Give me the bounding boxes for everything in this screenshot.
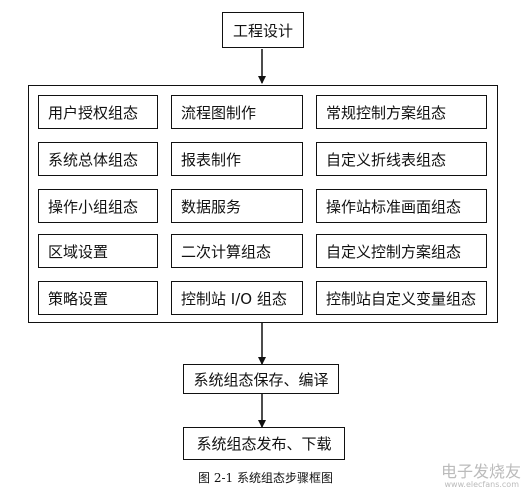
report-making-box: 报表制作 xyxy=(171,142,303,176)
save-compile-box: 系统组态保存、编译 xyxy=(183,364,339,394)
engineering-design-box: 工程设计 xyxy=(222,12,304,48)
secondary-calc-config-box: 二次计算组态 xyxy=(171,234,303,268)
control-station-custom-variable-config-box: 控制站自定义变量组态 xyxy=(316,281,487,315)
operator-standard-screen-config-box: 操作站标准画面组态 xyxy=(316,189,487,223)
strategy-settings-box: 策略设置 xyxy=(38,281,158,315)
data-service-box: 数据服务 xyxy=(171,189,303,223)
publish-download-box: 系统组态发布、下载 xyxy=(183,427,345,460)
system-overall-config-box: 系统总体组态 xyxy=(38,142,158,176)
user-auth-config-box: 用户授权组态 xyxy=(38,95,158,129)
watermark-url: www.elecfans.com xyxy=(444,480,520,489)
conventional-control-config-box: 常规控制方案组态 xyxy=(316,95,487,129)
watermark-logo: 电子发烧友 xyxy=(440,462,521,481)
flowchart-making-box: 流程图制作 xyxy=(171,95,303,129)
custom-polyline-config-box: 自定义折线表组态 xyxy=(316,142,487,176)
area-settings-box: 区域设置 xyxy=(38,234,158,268)
control-station-io-config-box: 控制站 I/O 组态 xyxy=(171,281,303,315)
figure-caption: 图 2-1 系统组态步骤框图 xyxy=(198,471,333,485)
custom-control-scheme-config-box: 自定义控制方案组态 xyxy=(316,234,487,268)
operation-group-config-box: 操作小组组态 xyxy=(38,189,158,223)
